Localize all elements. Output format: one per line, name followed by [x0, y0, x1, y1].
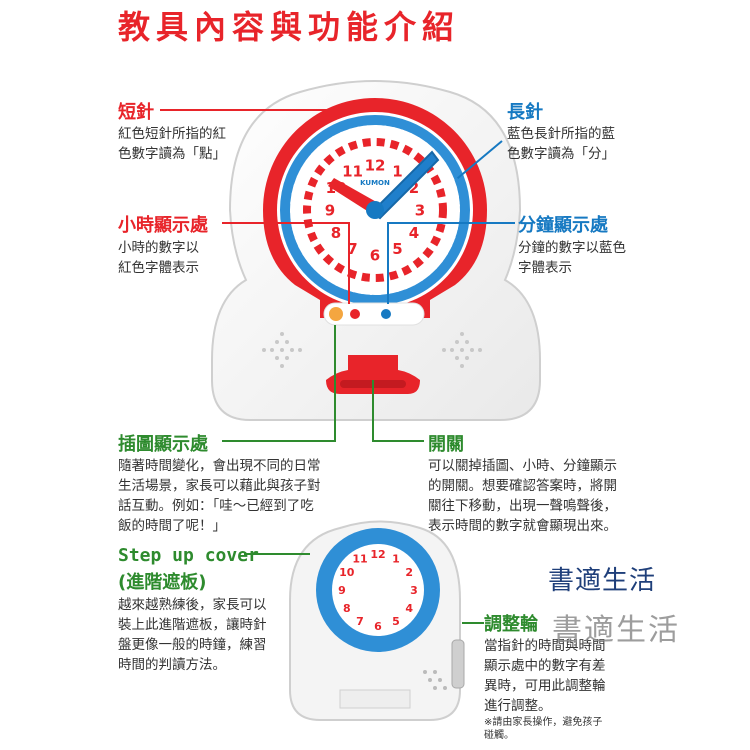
watermark-text-faint: 書適生活: [552, 613, 680, 648]
hour-number-5: 5: [392, 240, 402, 258]
cover-number-8: 8: [343, 602, 351, 615]
switch-label: 開關: [428, 434, 464, 455]
stepup-desc: 越來越熟練後，家長可以 裝上此進階遮板，讓時針 盤更像一般的時鐘，練習 時間的判…: [118, 597, 267, 673]
switch-leader: [372, 380, 374, 442]
picture-display-icon: [329, 307, 343, 321]
hour-display-leader: [222, 222, 348, 224]
short-hand-leader: [160, 109, 330, 111]
cover-number-1: 1: [392, 553, 400, 566]
hour-number-12: 12: [365, 156, 386, 174]
minute-display-label: 分鐘顯示處: [518, 215, 608, 236]
cover-number-4: 4: [405, 602, 413, 615]
stepup-speaker-icon: [423, 670, 447, 690]
cover-number-11: 11: [352, 553, 367, 566]
hour-ring: [303, 138, 447, 282]
hour-number-3: 3: [415, 201, 425, 219]
long-hand-desc: 藍色長針所指的藍 色數字讀為「分」: [507, 126, 615, 162]
short-hand-label: 短針: [118, 102, 154, 123]
hour-number-8: 8: [331, 224, 341, 242]
dial-label: 調整輪: [484, 614, 538, 635]
clock-brand: KUMON: [360, 179, 390, 187]
speaker-left-icon: [262, 332, 302, 368]
minute-display-desc: 分鐘的數字以藍色 字體表示: [518, 240, 626, 276]
hour-number-11: 11: [342, 162, 363, 180]
short-hand: [328, 178, 380, 214]
hour-display-desc: 小時的數字以 紅色字體表示: [118, 240, 199, 276]
long-hand-label: 長針: [507, 102, 543, 123]
dial-leader: [462, 622, 484, 624]
cover-number-3: 3: [410, 584, 418, 597]
watermark-text: 書適生活: [548, 566, 657, 596]
cover-number-5: 5: [392, 615, 400, 628]
stepup-label: Step up cover: [118, 545, 259, 566]
page-title: 教具內容與功能介紹: [118, 8, 461, 46]
speaker-right-icon: [442, 332, 482, 368]
hour-number-1: 1: [392, 162, 402, 180]
picture-display-label: 插圖顯示處: [118, 434, 208, 455]
cover-number-6: 6: [374, 620, 382, 633]
hour-number-7: 7: [347, 240, 357, 258]
dial-desc: 當指針的時間與時間 顯示處中的數字有差 異時，可用此調整輪 進行調整。: [484, 638, 606, 714]
cover-number-12: 12: [370, 548, 385, 561]
hour-number-6: 6: [370, 246, 380, 264]
minute-display-leader: [387, 222, 515, 224]
cover-number-7: 7: [356, 615, 364, 628]
stepup-leader: [244, 553, 310, 555]
cover-number-2: 2: [405, 566, 413, 579]
dial-note: ※請由家長操作，避免孩子 碰觸。: [484, 717, 603, 741]
picture-display-leader: [222, 440, 336, 442]
switch-desc: 可以關掉插圖、小時、分鐘顯示 的開關。想要確認答案時，將開 關往下移動，出現一聲…: [428, 458, 617, 534]
display-window: [323, 302, 425, 326]
stepup-label-sub: (進階遮板): [118, 572, 207, 593]
hour-display-label: 小時顯示處: [118, 215, 208, 236]
cover-number-10: 10: [339, 566, 355, 579]
hour-number-2: 2: [409, 179, 419, 197]
cover-number-9: 9: [338, 584, 346, 597]
minute-ring: [280, 115, 470, 305]
minute-display-icon: [381, 309, 391, 319]
hour-display-icon: [350, 309, 360, 319]
hour-number-4: 4: [409, 224, 419, 242]
short-hand-desc: 紅色短針所指的紅 色數字讀為「點」: [118, 126, 226, 162]
hour-number-9: 9: [325, 201, 335, 219]
picture-display-desc: 隨著時間變化，會出現不同的日常 生活場景，家長可以藉此與孩子對 話互動。例如：「…: [118, 458, 321, 534]
adjust-dial: [451, 639, 465, 689]
